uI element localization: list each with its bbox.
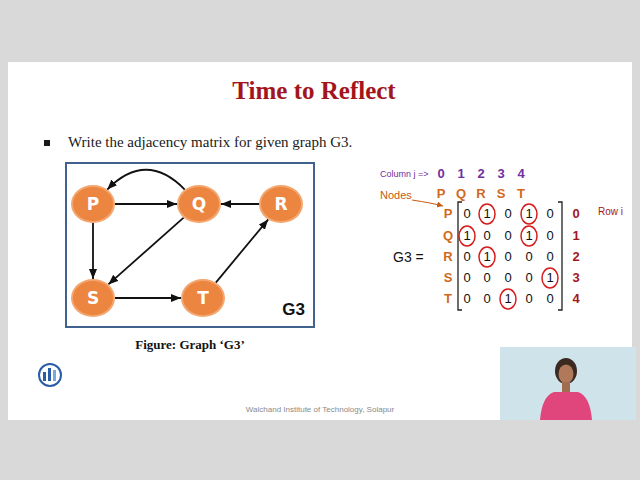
column-header: R: [476, 187, 485, 202]
matrix-cell: 0: [504, 229, 511, 244]
matrix-cell: 0: [546, 250, 553, 265]
matrix-cell: 1: [525, 207, 532, 222]
matrix-bracket: [558, 202, 562, 310]
matrix-cell: 0: [463, 207, 470, 222]
highlight-circle: [521, 226, 537, 246]
vertex-label: T: [197, 289, 209, 308]
directed-edge: [108, 218, 183, 285]
matrix-cell: 0: [546, 292, 553, 307]
bullet-text: Write the adjacency matrix for given gra…: [68, 134, 352, 151]
bullet-square: [44, 140, 50, 146]
pointer-arrow: [412, 200, 443, 206]
matrix-cell: 1: [463, 229, 470, 244]
row-header: Q: [443, 229, 453, 244]
matrix-cell: 0: [525, 250, 532, 265]
matrix-bracket: [458, 202, 462, 310]
vertex-circle: T: [181, 279, 225, 317]
matrix-cell: 0: [525, 292, 532, 307]
matrix-cell: 1: [546, 271, 553, 286]
presenter-video: [500, 347, 636, 420]
row-header: T: [444, 292, 452, 307]
matrix-cell: 0: [463, 250, 470, 265]
column-header: S: [497, 187, 506, 202]
highlight-circle: [479, 204, 495, 224]
vertex-circle: S: [71, 279, 115, 317]
matrix-cell: 1: [504, 292, 511, 307]
matrix-cell: 0: [504, 250, 511, 265]
column-index: 1: [457, 167, 464, 182]
row-header: R: [443, 250, 452, 265]
row-header: S: [444, 271, 453, 286]
column-header: P: [437, 187, 446, 202]
row-index: 4: [572, 292, 579, 307]
directed-edge: [216, 219, 268, 282]
highlight-circle: [542, 268, 558, 288]
column-index: 0: [437, 167, 444, 182]
matrix-cell: 0: [546, 229, 553, 244]
matrix-cell: 1: [525, 229, 532, 244]
vertex-label: P: [87, 195, 99, 214]
vertex-label: S: [87, 289, 99, 308]
directed-edge: [107, 170, 185, 190]
matrix-cell: 0: [504, 207, 511, 222]
vertex-label: Q: [192, 195, 206, 214]
vertex-circle: R: [259, 185, 303, 223]
matrix-cell: 0: [546, 207, 553, 222]
matrix-cell: 0: [463, 292, 470, 307]
matrix-cell: 0: [463, 271, 470, 286]
graph-frame: G3 P Q R S T: [65, 162, 315, 328]
matrix-cell: 1: [483, 250, 490, 265]
column-index: 3: [497, 167, 504, 182]
highlight-circle: [459, 226, 475, 246]
axis-caption: Row i: [598, 206, 623, 218]
row-index: 3: [572, 271, 579, 286]
directed-edge: [115, 203, 177, 205]
matrix-cell: 0: [504, 271, 511, 286]
vertex-label: R: [274, 195, 287, 214]
column-index: 4: [517, 167, 524, 182]
vertex-circle: Q: [177, 185, 221, 223]
matrix-name: G3 =: [393, 249, 424, 265]
row-index: 1: [572, 229, 579, 244]
highlight-circle: [500, 289, 516, 309]
matrix-cell: 0: [483, 271, 490, 286]
graph-name: G3: [282, 300, 305, 320]
vertex-circle: P: [71, 185, 115, 223]
highlight-circle: [521, 204, 537, 224]
axis-caption: Nodes: [380, 189, 412, 202]
row-header: P: [444, 207, 453, 222]
highlight-circles: [459, 204, 558, 309]
column-index: 2: [477, 167, 484, 182]
directed-edge: [115, 297, 181, 299]
directed-edge: [221, 203, 259, 205]
matrix-cell: 0: [483, 292, 490, 307]
institute-logo: [39, 364, 61, 386]
figure-caption: Figure: Graph ‘G3’: [135, 338, 245, 353]
matrix-cell: 1: [483, 207, 490, 222]
row-index: 2: [572, 250, 579, 265]
directed-edge: [92, 223, 94, 279]
column-header: T: [517, 187, 525, 202]
matrix-cell: 0: [525, 271, 532, 286]
column-header: Q: [456, 187, 466, 202]
matrix-cell: 0: [483, 229, 490, 244]
axis-caption: Column j =>: [380, 169, 429, 179]
slide-title: Time to Reflect: [232, 77, 395, 106]
highlight-circle: [479, 247, 495, 267]
footer-text: Walchand Institute of Technology, Solapu…: [246, 405, 394, 414]
row-index: 0: [572, 207, 579, 222]
